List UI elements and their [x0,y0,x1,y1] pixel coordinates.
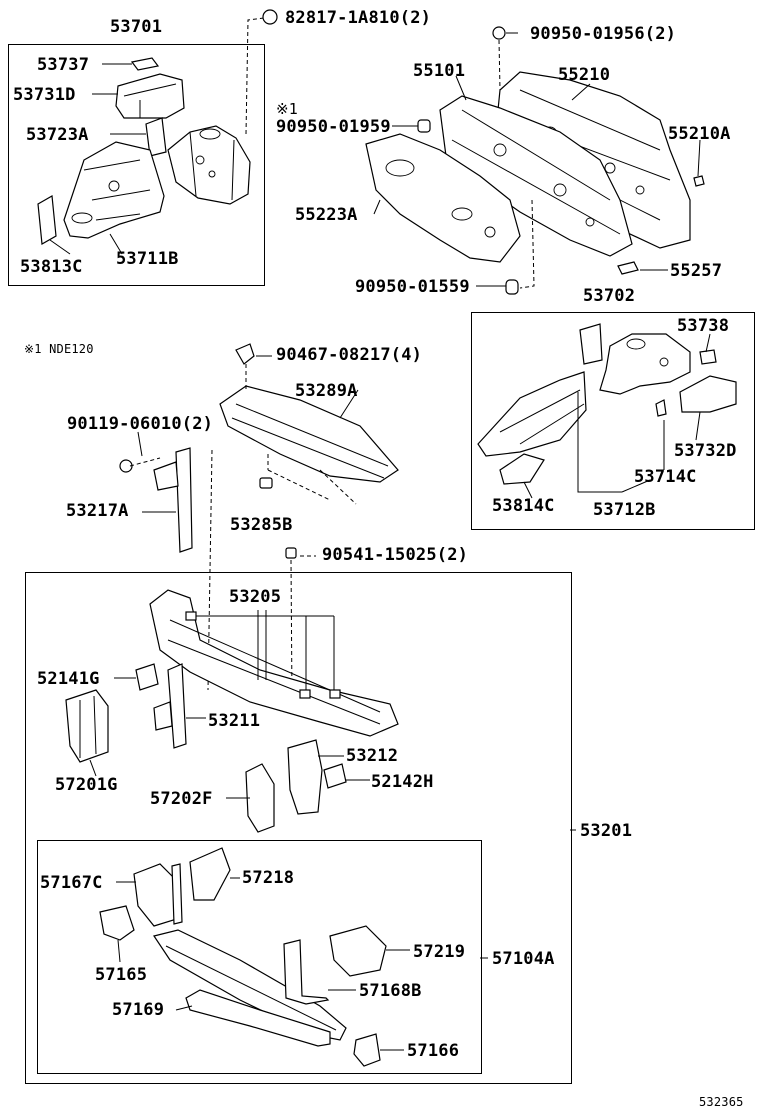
label-90950-01559: 90950-01559 [355,277,470,297]
label-53814C: 53814C [492,496,555,516]
group-53701-box [8,44,265,286]
label-55210: 55210 [558,65,611,85]
label-note-mark: ※1 [276,100,298,118]
label-57219: 57219 [413,942,466,962]
group-53702-parts [477,323,737,499]
group-53701-parts [37,9,278,255]
label-53738: 53738 [677,316,730,336]
label-57167C: 57167C [40,873,103,893]
label-53289A: 53289A [295,381,358,401]
label-57165: 57165 [95,965,148,985]
group-53702-box [471,312,755,530]
label-57218: 57218 [242,868,295,888]
label-52141G: 52141G [37,669,100,689]
label-57168B: 57168B [359,981,422,1001]
label-53285B: 53285B [230,515,293,535]
label-53217A: 53217A [66,501,129,521]
label-55223A: 55223A [295,205,358,225]
label-57104A: 57104A [492,949,555,969]
label-53737: 53737 [37,55,90,75]
label-53702: 53702 [583,286,636,306]
label-90950-01959: 90950-01959 [276,117,391,137]
label-57201G: 57201G [55,775,118,795]
label-57169: 57169 [112,1000,165,1020]
label-53205: 53205 [229,587,282,607]
label-53711B: 53711B [116,249,179,269]
label-53714C: 53714C [634,467,697,487]
label-53212: 53212 [346,746,399,766]
label-90950-01956: 90950-01956(2) [530,24,677,44]
label-53732D: 53732D [674,441,737,461]
label-55257: 55257 [670,261,723,281]
catalog-id: 532365 [699,1095,744,1109]
label-53723A: 53723A [26,125,89,145]
label-55210A: 55210A [668,124,731,144]
group-57104A-box [37,840,482,1074]
label-82817-1A810: 82817-1A810(2) [285,8,432,28]
group-53201-parts [65,589,576,833]
label-53701: 53701 [110,17,163,37]
label-footnote: ※1 NDE120 [24,342,94,356]
group-53201-box [25,572,572,1084]
label-57202F: 57202F [150,789,213,809]
group-57104A-parts [99,847,488,1067]
label-53211: 53211 [208,711,261,731]
label-53731D: 53731D [13,85,76,105]
label-57166: 57166 [407,1041,460,1061]
label-53201: 53201 [580,821,633,841]
label-90467-08217: 90467-08217(4) [276,345,423,365]
label-55101: 55101 [413,61,466,81]
label-53712B: 53712B [593,500,656,520]
label-52142H: 52142H [371,772,434,792]
group-dash-panel-parts [365,26,705,295]
group-support-parts [119,343,399,701]
label-90541-15025: 90541-15025(2) [322,545,469,565]
label-53813C: 53813C [20,257,83,277]
label-90119-06010: 90119-06010(2) [67,414,214,434]
